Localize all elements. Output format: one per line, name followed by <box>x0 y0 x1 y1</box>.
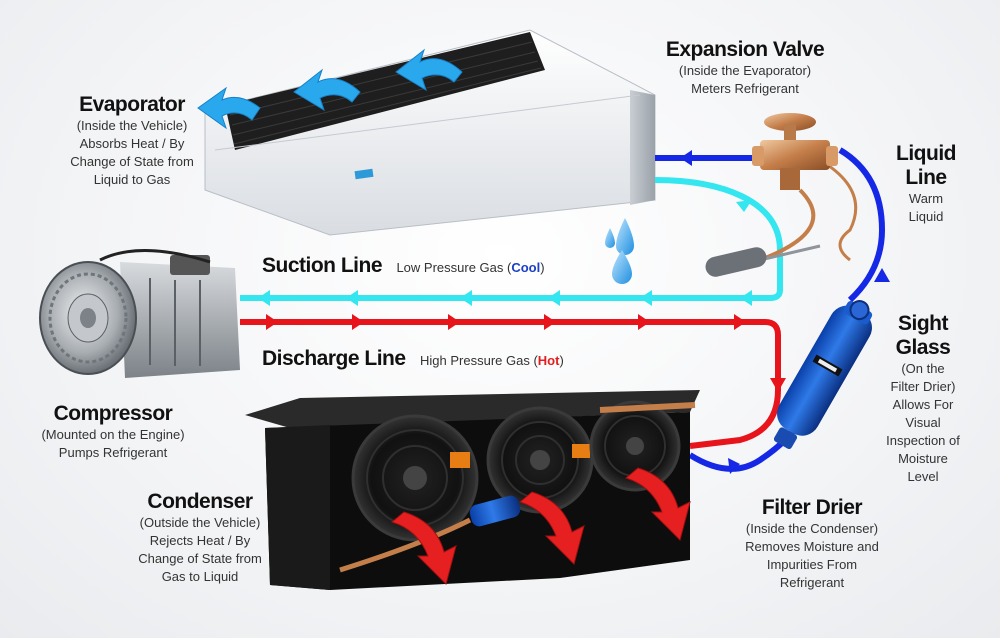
liquid-line-arrows <box>680 150 890 474</box>
sight-glass-desc-6: Moisture <box>898 451 948 466</box>
discharge-line-hot: Hot <box>537 353 560 368</box>
filter-drier-title: Filter Drier <box>761 496 863 519</box>
liquid-line-label: Liquid Line Warm Liquid <box>886 142 966 226</box>
sight-glass-desc-2: Filter Drier) <box>890 379 956 394</box>
sight-glass-desc-3: Allows For <box>892 397 954 412</box>
water-drops-icon <box>605 218 634 284</box>
discharge-line-desc-text: High Pressure Gas ( <box>420 353 538 368</box>
sight-glass-title-2: Glass <box>895 336 951 359</box>
suction-line-desc-end: ) <box>540 260 545 275</box>
condenser-fan-3 <box>589 400 681 492</box>
liquid-line-title-1: Liquid <box>896 142 956 165</box>
sight-glass-desc-5: Inspection of <box>886 433 960 448</box>
compressor-title: Compressor <box>53 402 173 425</box>
condenser-desc-1: (Outside the Vehicle) <box>139 515 261 530</box>
filter-drier-desc-4: Refrigerant <box>779 575 845 590</box>
expansion-valve-label: Expansion Valve (Inside the Evaporator) … <box>650 38 840 98</box>
filter-drier-sight-glass <box>773 300 873 450</box>
discharge-line-desc: High Pressure Gas (Hot) <box>420 353 564 368</box>
suction-line-title: Suction Line <box>262 254 383 277</box>
suction-line-cool: Cool <box>511 260 541 275</box>
expansion-valve <box>705 113 858 277</box>
condenser-fan-1 <box>351 414 479 542</box>
discharge-line-label: Discharge Line High Pressure Gas (Hot) <box>262 347 564 371</box>
discharge-line-arrows <box>266 314 786 392</box>
suction-line-label: Suction Line Low Pressure Gas (Cool) <box>262 254 545 278</box>
sight-glass-desc-4: Visual <box>905 415 941 430</box>
evaporator-desc-1: (Inside the Vehicle) <box>76 118 188 133</box>
condenser-label: Condenser (Outside the Vehicle) Rejects … <box>110 490 290 586</box>
compressor-desc-1: (Mounted on the Engine) <box>41 427 185 442</box>
liquid-line-desc-2: Liquid <box>908 209 944 224</box>
evaporator-label: Evaporator (Inside the Vehicle) Absorbs … <box>52 93 212 189</box>
evaporator-unit <box>204 29 656 236</box>
suction-line-pipe <box>240 177 783 301</box>
compressor-desc-2: Pumps Refrigerant <box>58 445 168 460</box>
suction-line-desc-text: Low Pressure Gas ( <box>396 260 512 275</box>
condenser-title: Condenser <box>147 490 253 513</box>
discharge-line-title: Discharge Line <box>262 347 406 370</box>
sight-glass-label: Sight Glass (On the Filter Drier) Allows… <box>868 312 978 486</box>
liquid-line-desc-1: Warm <box>908 191 944 206</box>
filter-drier-desc-2: Removes Moisture and <box>745 539 879 554</box>
expansion-valve-desc-1: (Inside the Evaporator) <box>678 63 812 78</box>
expansion-valve-title: Expansion Valve <box>665 38 825 61</box>
suction-line-arrows <box>258 200 752 306</box>
liquid-line-title-2: Line <box>905 166 947 189</box>
evaporator-desc-3: Change of State from <box>70 154 194 169</box>
compressor-unit <box>39 248 240 378</box>
evaporator-desc-2: Absorbs Heat / By <box>79 136 185 151</box>
evaporator-desc-4: Liquid to Gas <box>93 172 171 187</box>
evaporator-title: Evaporator <box>79 93 185 116</box>
condenser-desc-2: Rejects Heat / By <box>149 533 251 548</box>
filter-drier-desc-1: (Inside the Condenser) <box>745 521 879 536</box>
suction-line-desc: Low Pressure Gas (Cool) <box>396 260 544 275</box>
sight-glass-title-1: Sight <box>898 312 949 335</box>
condenser-desc-4: Gas to Liquid <box>161 569 239 584</box>
discharge-line-desc-end: ) <box>559 353 564 368</box>
filter-drier-desc-3: Impurities From <box>766 557 858 572</box>
condenser-heat-arrows <box>390 467 691 585</box>
sight-glass-desc-7: Level <box>907 469 939 484</box>
sight-glass-desc-1: (On the <box>901 361 945 376</box>
condenser-desc-3: Change of State from <box>138 551 262 566</box>
expansion-valve-desc-2: Meters Refrigerant <box>691 81 799 96</box>
filter-drier-label: Filter Drier (Inside the Condenser) Remo… <box>712 496 912 592</box>
compressor-label: Compressor (Mounted on the Engine) Pumps… <box>18 402 208 462</box>
condenser-unit <box>245 390 700 590</box>
evaporator-airflow-arrows <box>197 48 463 130</box>
